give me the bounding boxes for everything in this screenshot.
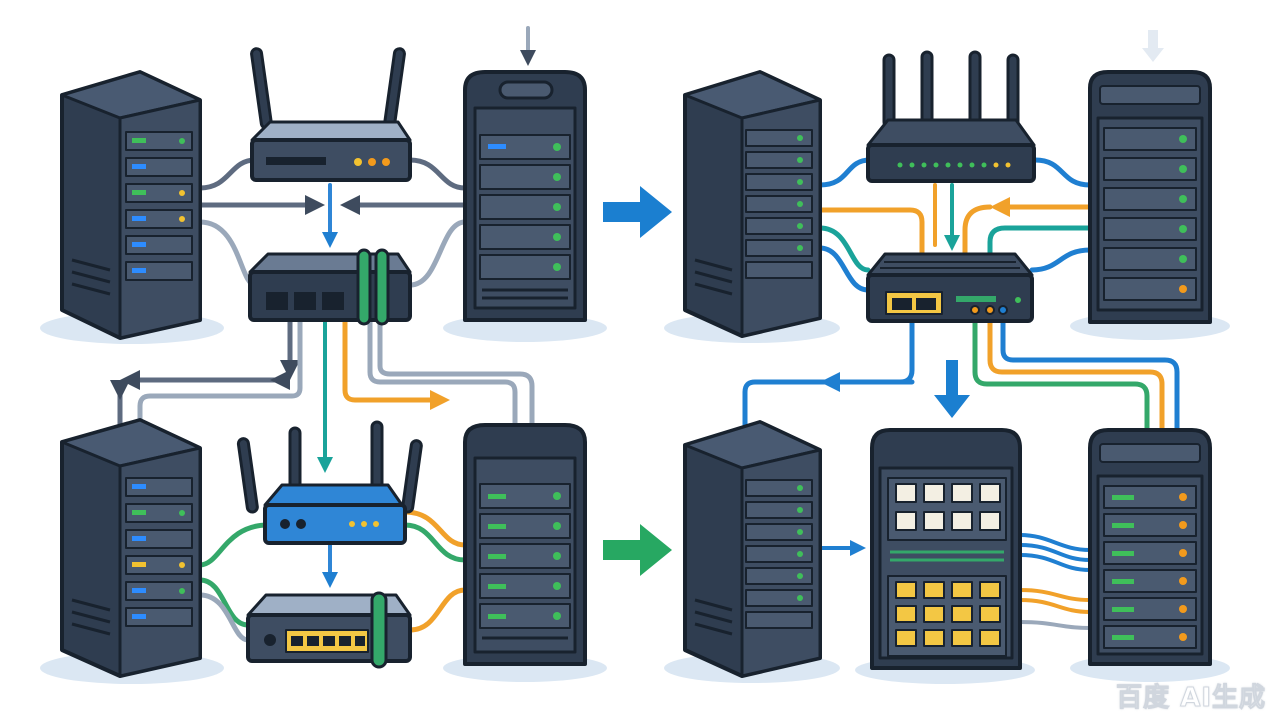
patch-panel-cabinet (855, 428, 1035, 684)
cable (1018, 553, 1092, 572)
cable (197, 592, 251, 643)
server-rack (664, 420, 840, 683)
cable (197, 522, 271, 568)
cable (962, 204, 993, 258)
wireless-router (250, 47, 412, 182)
server-cabinet (1070, 70, 1230, 340)
wireless-router (866, 50, 1036, 183)
cable (377, 317, 535, 428)
cable (402, 509, 468, 548)
cable (742, 379, 915, 428)
network-cables (110, 26, 1180, 643)
flow-arrow-bottom (603, 524, 672, 576)
cable (110, 317, 301, 428)
cable (1032, 157, 1093, 188)
server-cabinet (443, 423, 607, 682)
cable (972, 317, 1150, 433)
network-switch (248, 248, 412, 326)
cable (1018, 543, 1092, 562)
cable (197, 577, 251, 628)
cable (342, 317, 450, 410)
cable (197, 219, 258, 288)
cable (817, 245, 871, 293)
cable (817, 207, 925, 258)
cable (137, 317, 303, 428)
cable (987, 225, 1093, 258)
cable (1018, 598, 1092, 614)
cable (407, 157, 468, 191)
server-rack (664, 70, 840, 343)
cable (1018, 588, 1092, 602)
cable (407, 219, 468, 288)
cable (1029, 247, 1093, 273)
network-switch (246, 591, 412, 669)
cable (1018, 533, 1092, 552)
cable (817, 225, 871, 273)
down-arrow (934, 360, 970, 418)
cable (817, 157, 873, 188)
faint-arrow (1142, 30, 1164, 62)
cable (367, 317, 518, 428)
server-cabinet (1070, 428, 1230, 682)
cable (197, 157, 258, 191)
cable (402, 522, 468, 563)
watermark: 百度 AI生成 (1116, 683, 1266, 714)
network-switch (866, 252, 1034, 323)
cable (407, 587, 468, 633)
cable (820, 317, 915, 392)
wireless-router (236, 420, 423, 545)
cable (1018, 620, 1092, 630)
server-rack (40, 418, 224, 684)
server-cabinet (443, 70, 607, 342)
server-rack (40, 70, 224, 344)
cable (987, 317, 1165, 433)
cable (1000, 317, 1180, 433)
flow-arrow-top (603, 186, 672, 238)
